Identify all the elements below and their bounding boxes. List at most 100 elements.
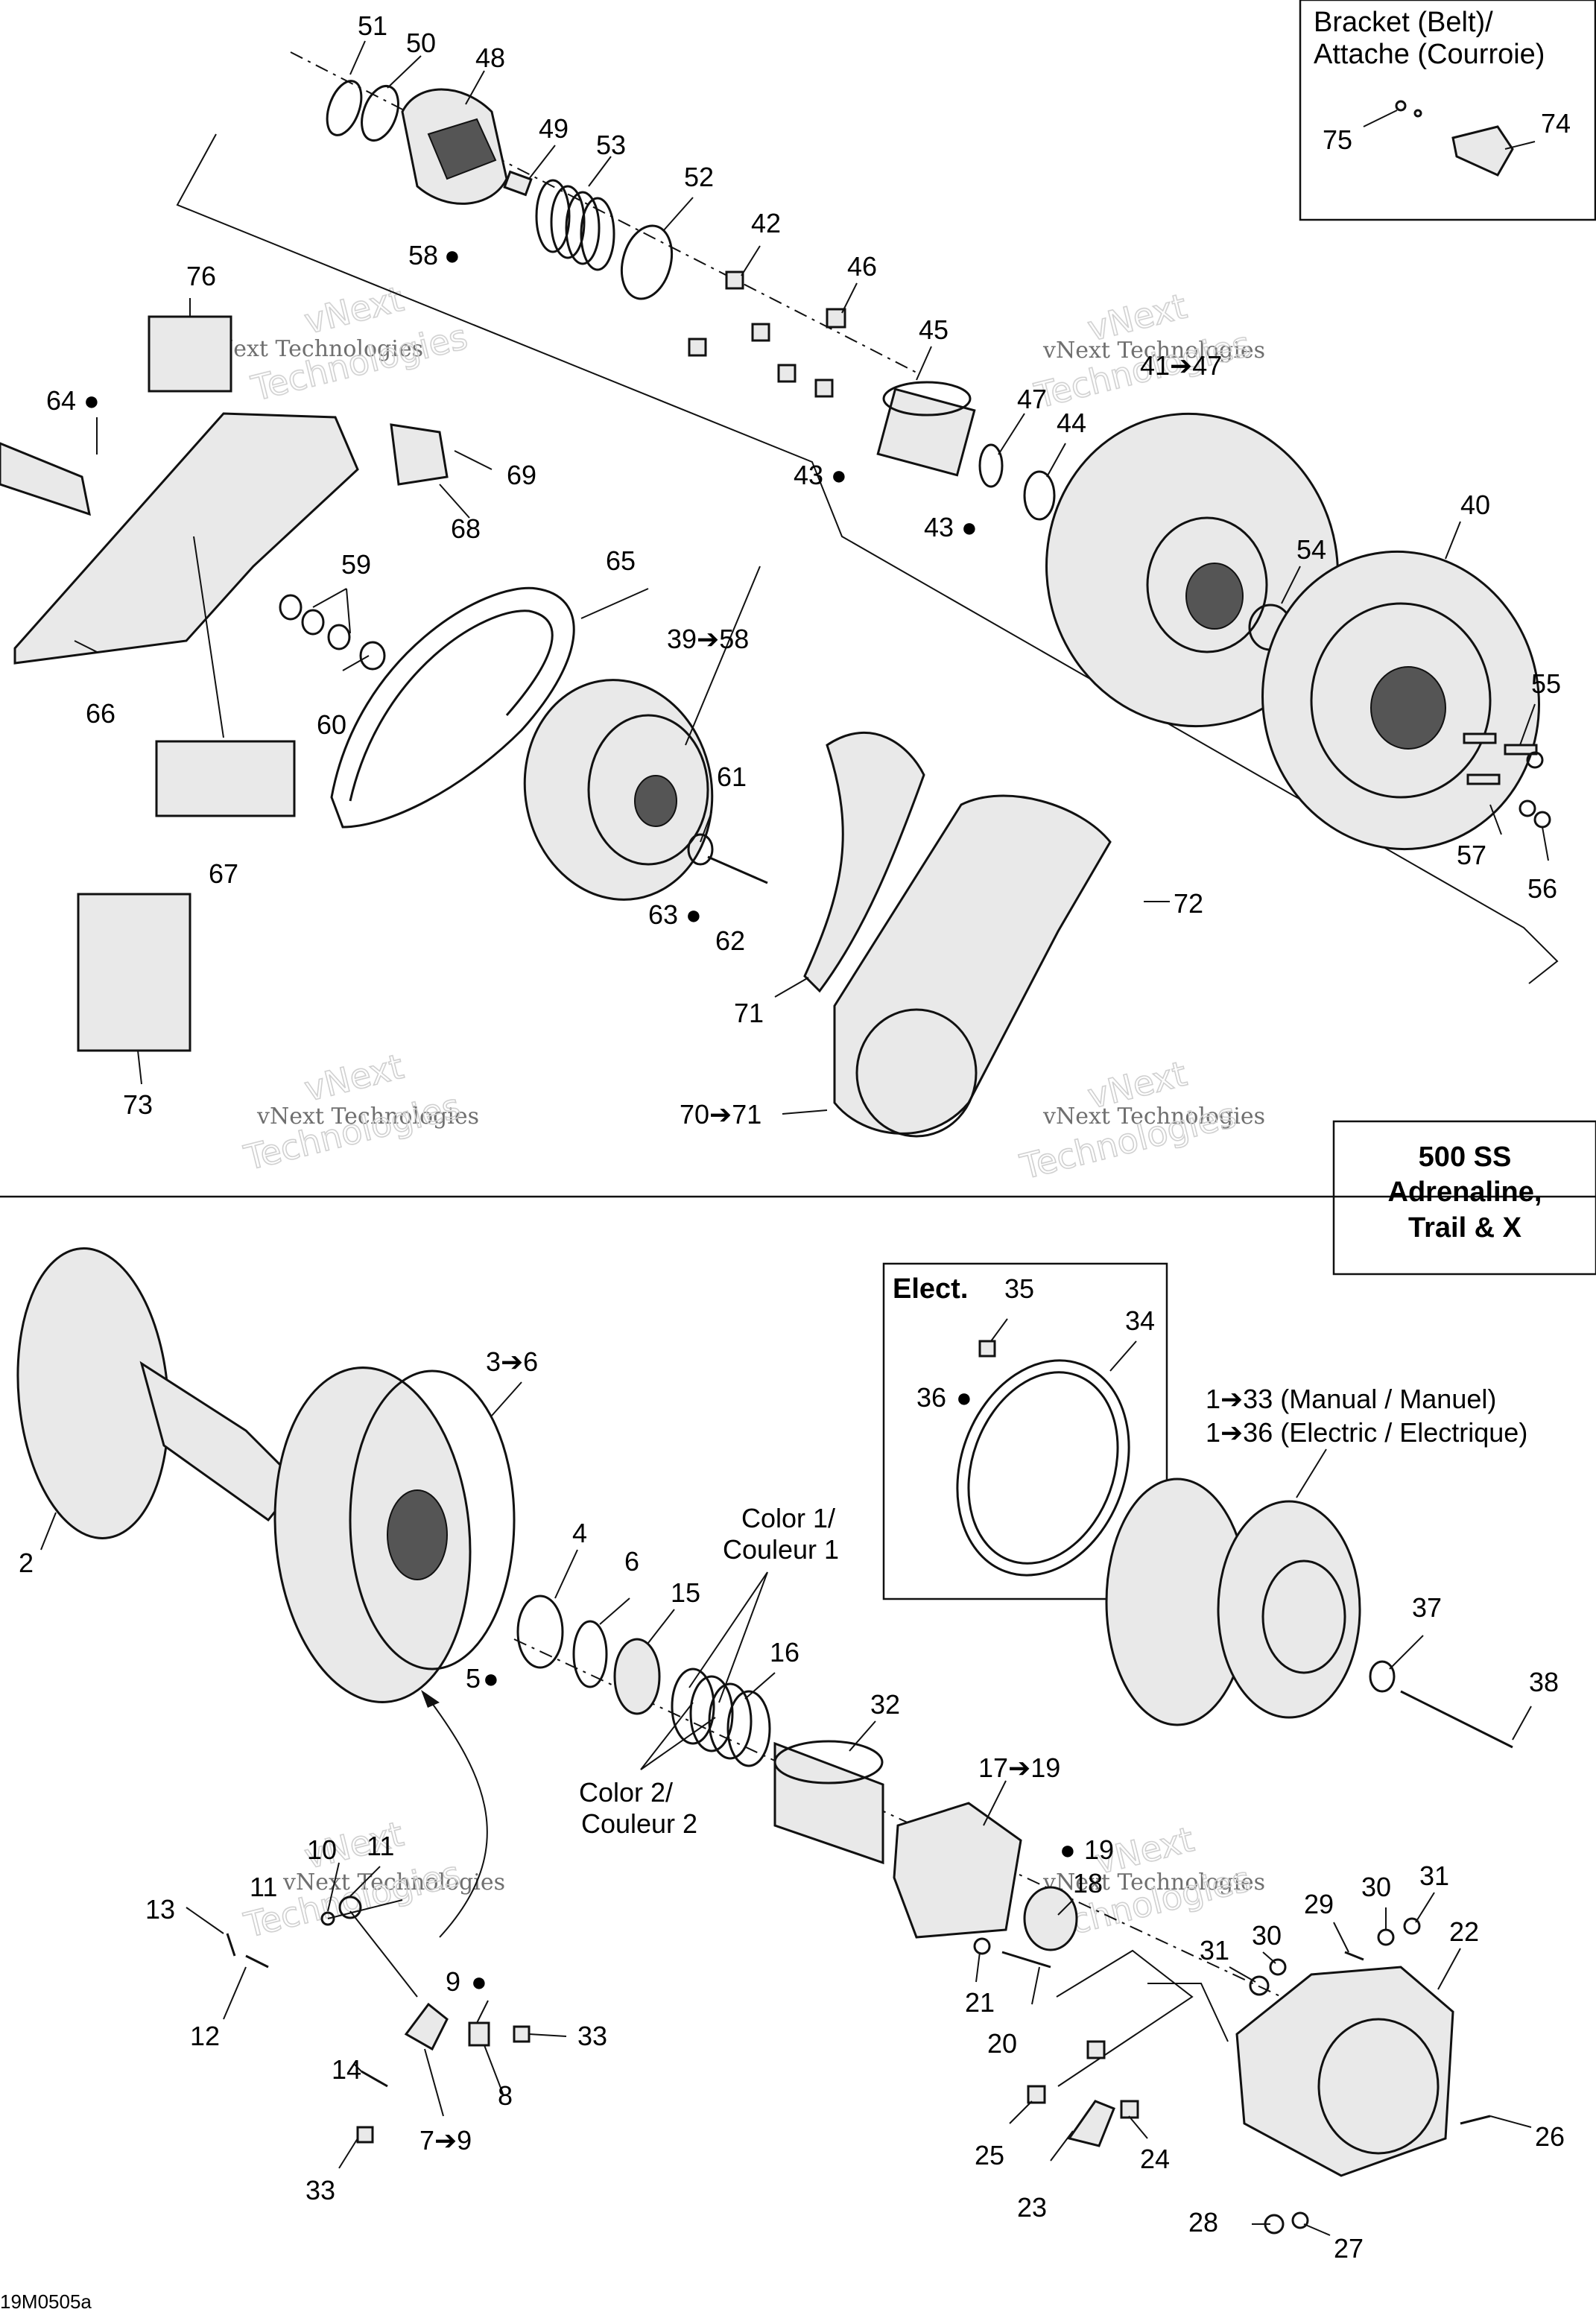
callout-61: 61 xyxy=(717,761,747,792)
screw-33 xyxy=(356,2126,374,2144)
callout-68: 68 xyxy=(451,513,481,544)
callout-46: 46 xyxy=(847,251,877,282)
watermark-text: vNext Technologies xyxy=(1042,338,1265,364)
callout-38: 38 xyxy=(1529,1667,1559,1697)
washer-59c xyxy=(327,624,351,650)
instruction-label-73 xyxy=(77,893,191,1052)
pulley-guard-70 xyxy=(833,794,1112,1135)
fixed-sheave-hub xyxy=(1370,666,1446,750)
callout-3-6: 3➔6 xyxy=(486,1346,538,1377)
reference-code: 19M0505a xyxy=(0,2290,92,2313)
leader-lines xyxy=(40,40,1549,2236)
callout-53: 53 xyxy=(596,130,626,160)
callout-58: 58 xyxy=(408,240,438,270)
note-manual: 1➔33 (Manual / Manuel) xyxy=(1206,1384,1496,1414)
callout-8: 8 xyxy=(498,2080,513,2111)
callout-32: 32 xyxy=(870,1689,900,1720)
callout-65: 65 xyxy=(606,545,636,576)
top-section-parts xyxy=(0,80,1551,1138)
bolt-42b xyxy=(751,323,770,342)
washer-27 xyxy=(1291,2211,1309,2229)
callout-33a: 33 xyxy=(577,2021,607,2051)
sleeve-32 xyxy=(773,1741,884,1865)
watermark-text: vNext Technologies xyxy=(1042,1869,1265,1896)
sliding-sheave-3 xyxy=(273,1366,472,1703)
callout-51: 51 xyxy=(358,10,387,41)
oil-drop-icon: ● xyxy=(961,512,978,542)
watermark-outline-text: vNext xyxy=(300,279,407,342)
oil-drop-icon: ● xyxy=(471,1966,487,1997)
callout-30b: 30 xyxy=(1252,1920,1282,1951)
callout-31a: 31 xyxy=(1419,1860,1449,1891)
washer-15 xyxy=(613,1638,661,1715)
cap-31 xyxy=(1403,1917,1421,1935)
callout-50: 50 xyxy=(406,28,436,58)
spider-bracket-line xyxy=(1056,1949,1194,2087)
ring-44 xyxy=(1023,470,1056,521)
callout-59: 59 xyxy=(341,549,371,580)
callout-49: 49 xyxy=(539,113,569,144)
bolt-42 xyxy=(725,270,744,290)
washer-59a xyxy=(279,594,303,621)
screw-75 xyxy=(1395,100,1407,112)
bracket-box-title-line2: Attache (Courroie) xyxy=(1314,39,1545,70)
callout-27: 27 xyxy=(1334,2233,1364,2264)
callout-57: 57 xyxy=(1457,840,1486,870)
sliding-sheave-3-hub xyxy=(387,1489,448,1580)
bushing-4 xyxy=(516,1594,564,1669)
governor-cup-17 xyxy=(893,1802,1022,1939)
oil-drop-icon: ● xyxy=(685,899,702,930)
oil-drop-icon: ● xyxy=(83,385,100,416)
oil-drop-icon: ● xyxy=(444,240,460,270)
warning-label-76 xyxy=(148,315,232,393)
model-box-frame xyxy=(1332,1120,1596,1276)
model-line3: Trail & X xyxy=(1408,1212,1522,1244)
pin-12 xyxy=(245,1954,269,1969)
cap-31b xyxy=(1249,1975,1270,1996)
callout-37: 37 xyxy=(1412,1592,1442,1623)
pin-55 xyxy=(1463,732,1497,744)
callout-76: 76 xyxy=(186,261,216,291)
callout-35: 35 xyxy=(1004,1273,1034,1304)
callout-24: 24 xyxy=(1140,2144,1170,2174)
washer-10 xyxy=(320,1911,335,1926)
callout-22: 22 xyxy=(1449,1916,1479,1947)
callout-44: 44 xyxy=(1057,408,1086,438)
ring-52 xyxy=(620,224,674,300)
roller-8 xyxy=(468,2021,490,2047)
callout-4: 4 xyxy=(572,1518,587,1548)
nut-56c xyxy=(1533,811,1551,829)
callout-34: 34 xyxy=(1125,1305,1155,1336)
note-electric: 1➔36 (Electric / Electrique) xyxy=(1206,1417,1527,1448)
top-axis-line xyxy=(290,51,917,373)
bolt-38 xyxy=(1400,1690,1513,1749)
screw-33b xyxy=(513,2025,531,2043)
callout-30a: 30 xyxy=(1361,1872,1391,1902)
bottom-callouts: 2 3➔6 4 6 5 ● 15 16 32 17➔19 19 ● 18 10 … xyxy=(19,1346,1565,2264)
belt-bracket-74 xyxy=(1451,125,1514,177)
washer-30 xyxy=(1377,1928,1395,1946)
spider-cover-22-face xyxy=(1317,2018,1440,2155)
ring-gear-34 xyxy=(956,1359,1130,1577)
washer-60 xyxy=(359,641,386,671)
drive-pulley-governor xyxy=(1217,1500,1361,1719)
callout-70-71: 70➔71 xyxy=(680,1099,761,1130)
driven-pulley-hub xyxy=(634,775,677,827)
callout-13: 13 xyxy=(145,1894,175,1925)
roller-11 xyxy=(338,1896,362,1919)
watermark-text: vNext Technologies xyxy=(1042,1103,1265,1130)
bottom-section-parts xyxy=(16,1247,1513,2235)
guard-seal-71 xyxy=(803,731,925,993)
curved-assembly-arrow xyxy=(427,1697,488,1938)
callout-19: 19 xyxy=(1084,1834,1114,1865)
callout-55: 55 xyxy=(1531,668,1561,699)
pin-14 xyxy=(361,2070,388,2088)
bracket-box-frame xyxy=(1299,0,1596,221)
nut-56b xyxy=(1519,799,1536,817)
washer-37 xyxy=(1369,1660,1396,1693)
axis-lines xyxy=(176,51,1559,2087)
lever-7 xyxy=(404,2002,449,2051)
bushing-45 xyxy=(876,387,976,477)
watermark-text: vNext Technologies xyxy=(282,1869,505,1896)
